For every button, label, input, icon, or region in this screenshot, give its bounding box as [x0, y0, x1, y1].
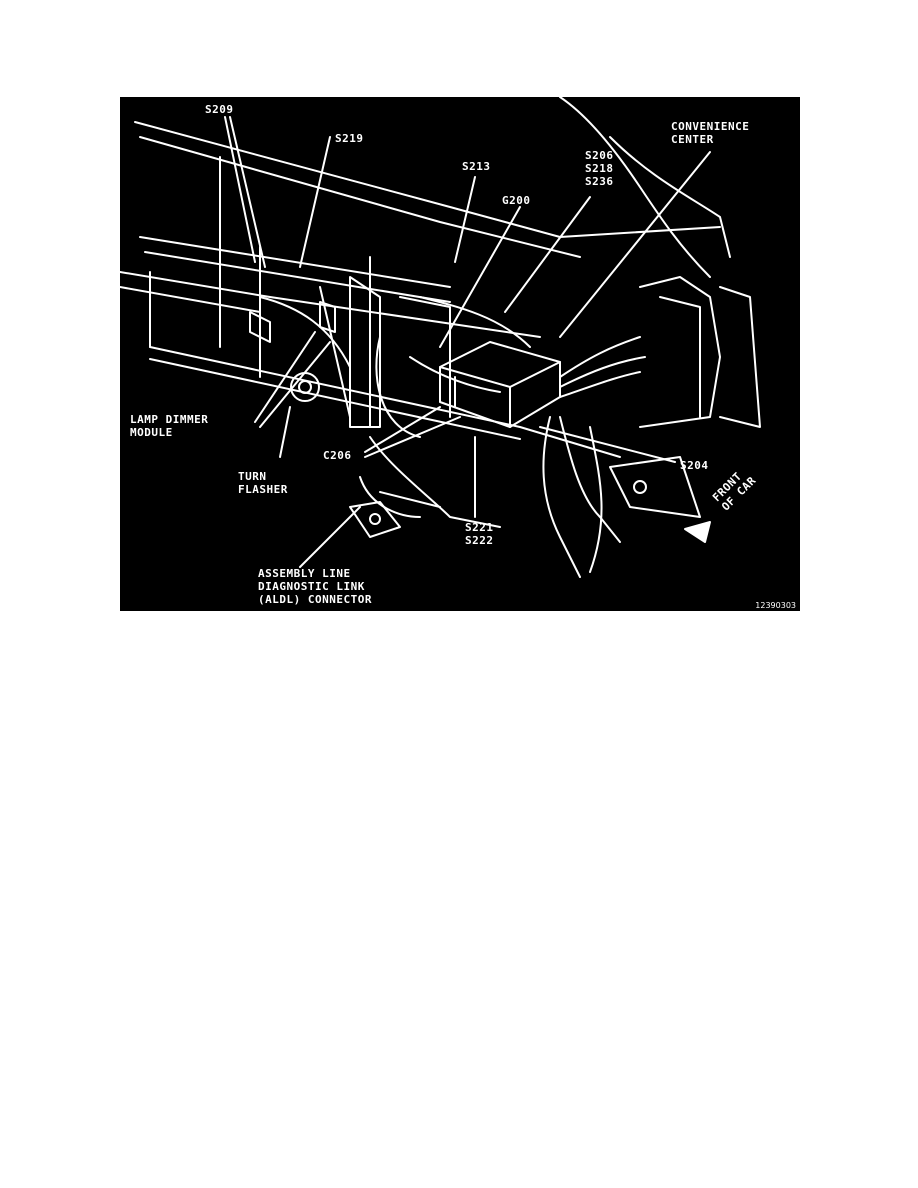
label-s221-s222: S221 S222	[465, 521, 494, 547]
figure-number: 12390303	[755, 601, 796, 610]
instrument-panel-diagram: S209 S219 S213 G200 S206 S218 S236 CONVE…	[120, 97, 800, 611]
label-aldl-connector: ASSEMBLY LINE DIAGNOSTIC LINK (ALDL) CON…	[258, 567, 372, 606]
label-s209: S209	[205, 103, 234, 116]
label-turn-flasher: TURN FLASHER	[238, 470, 288, 496]
label-lamp-dimmer-module: LAMP DIMMER MODULE	[130, 413, 209, 439]
label-s213: S213	[462, 160, 491, 173]
label-c206: C206	[323, 449, 352, 462]
label-g200: G200	[502, 194, 531, 207]
diagram-artwork	[120, 97, 761, 578]
label-s206-s218-s236: S206 S218 S236	[585, 149, 614, 188]
label-convenience-center: CONVENIENCE CENTER	[671, 120, 750, 146]
label-s219: S219	[335, 132, 364, 145]
label-s204: S204	[680, 459, 709, 472]
